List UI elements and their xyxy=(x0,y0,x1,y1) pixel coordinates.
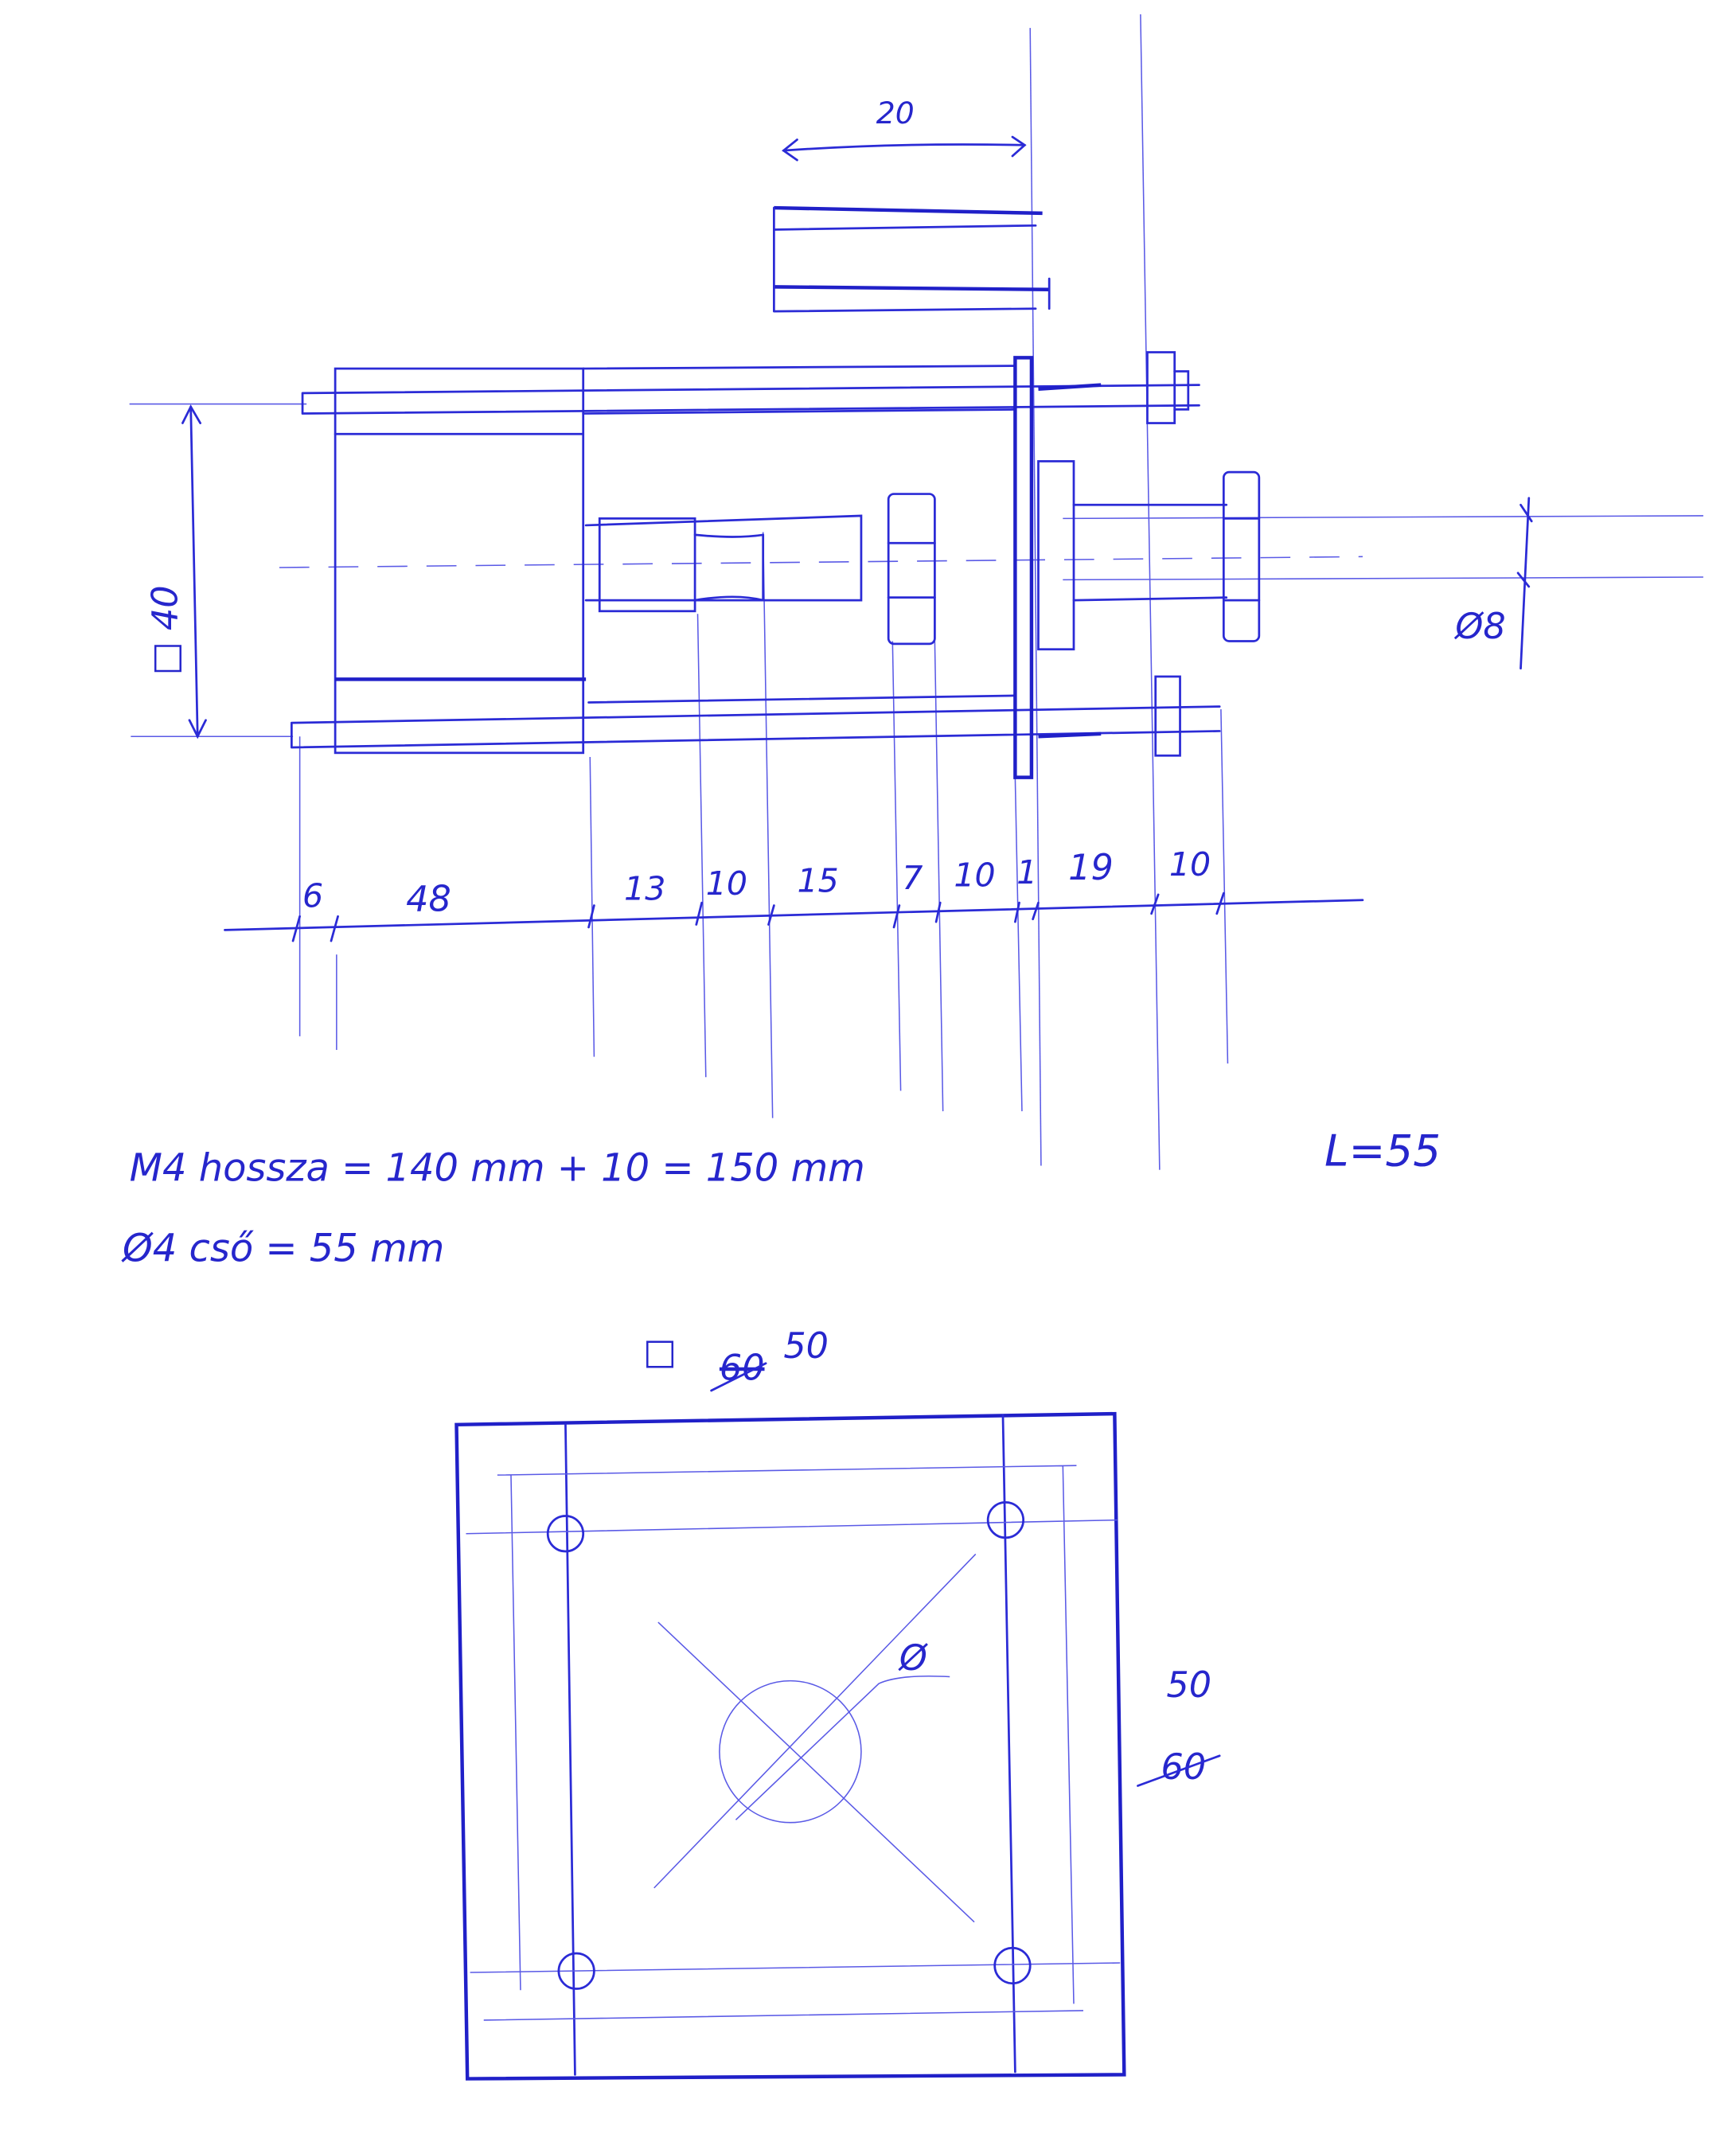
dim-10c: 10 xyxy=(1169,845,1211,884)
guide-lines xyxy=(129,14,1703,1170)
dim-20: 20 xyxy=(876,96,915,131)
plate-top-view: □ 60 50 Ø 50 60 xyxy=(454,1326,1221,2081)
plate-side-label-old: 60 xyxy=(1161,1747,1207,1788)
note-m4-length: M4 hossza = 140 mm + 10 = 150 mm xyxy=(130,1146,865,1190)
square-40-label: □ 40 xyxy=(146,585,186,675)
plate-dia-label: Ø xyxy=(898,1638,928,1679)
dim-6: 6 xyxy=(302,876,323,915)
note-tube-length: Ø4 cső = 55 mm xyxy=(121,1227,444,1270)
dim-48: 48 xyxy=(406,879,451,919)
plate-top-label: 50 xyxy=(783,1326,829,1367)
dim-19: 19 xyxy=(1068,848,1114,888)
plate-square-prefix: □ xyxy=(643,1332,677,1372)
shaft-dia-label: Ø8 xyxy=(1453,607,1505,647)
tube-part: 20 xyxy=(773,96,1051,313)
dim-1: 1 xyxy=(1016,853,1037,891)
dim-10b: 10 xyxy=(954,856,995,895)
dim-15: 15 xyxy=(797,861,838,899)
height-dimension: □ 40 xyxy=(146,404,207,739)
shaft-diameter: Ø8 xyxy=(1453,497,1533,670)
chain-dimension: 6 48 13 10 15 7 10 1 19 10 xyxy=(224,845,1364,942)
dim-10a: 10 xyxy=(706,864,747,903)
note-l55: L=55 xyxy=(1324,1126,1441,1176)
dim-7: 7 xyxy=(902,859,923,897)
dim-13: 13 xyxy=(624,870,665,908)
plate-side-label: 50 xyxy=(1166,1665,1211,1706)
motor-body xyxy=(290,351,1261,779)
